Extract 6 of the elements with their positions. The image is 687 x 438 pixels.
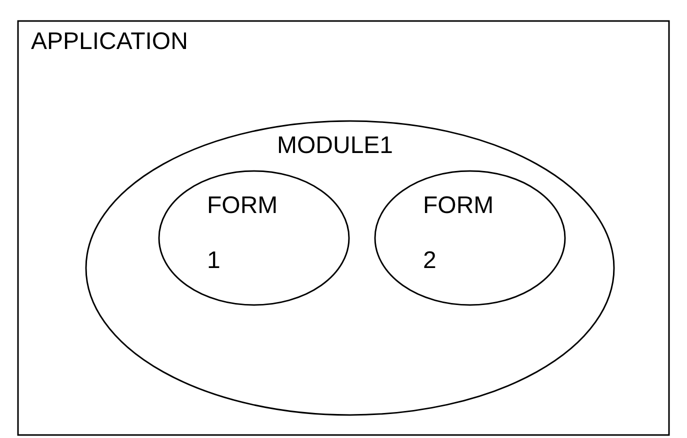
node-label: FORM 1 bbox=[207, 191, 279, 276]
node-label: APPLICATION bbox=[31, 27, 189, 57]
node-label: MODULE1 bbox=[277, 131, 394, 161]
node-label: FORM 2 bbox=[423, 191, 495, 276]
form-ellipse bbox=[158, 170, 350, 306]
form-ellipse bbox=[374, 170, 566, 306]
